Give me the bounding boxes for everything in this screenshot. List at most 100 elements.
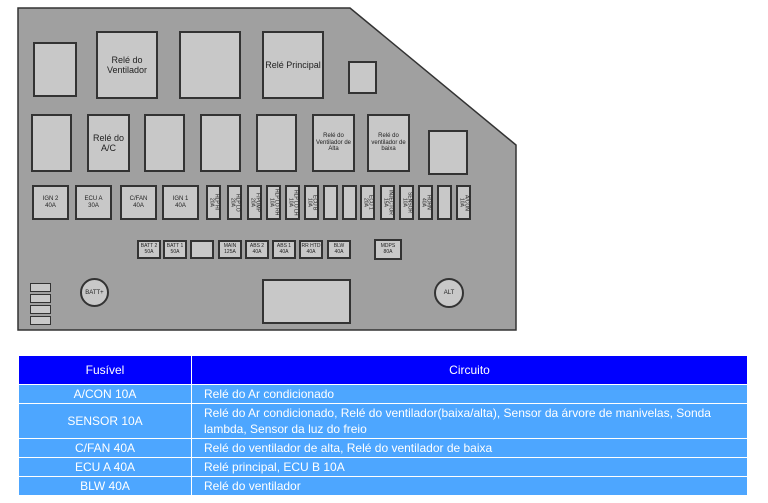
batt-terminal: BATT+ (80, 278, 109, 307)
connector-block (262, 279, 351, 324)
relay-slot (428, 130, 468, 175)
circuit-cell: Relé principal, ECU B 10A (191, 457, 748, 477)
fuse-amp: 20A (249, 198, 256, 207)
alt-terminal: ALT (434, 278, 464, 308)
relay-ventilador-alta: Relé do Ventilador de Alta (312, 114, 355, 172)
fuse-name: F/PUMP (254, 193, 261, 212)
relay-ac: Relé do A/C (87, 114, 130, 172)
fuse-amp: 40A (133, 202, 144, 209)
relay-slot (179, 31, 241, 99)
fuse-name: MAIN (223, 242, 237, 249)
circuit-cell: Relé do Ar condicionado, Relé do ventila… (191, 403, 748, 439)
connector-pin (30, 283, 51, 292)
fuse-amp: 40A (45, 202, 56, 209)
fuse-cell: BLW 40A (18, 476, 192, 496)
fuse-name: BLW (333, 242, 345, 249)
relay-slot (31, 114, 72, 172)
fuse-name: ABS 1 (276, 242, 292, 249)
relay-slot (256, 114, 297, 172)
fuse-mini (323, 185, 338, 220)
connector-pin (30, 316, 51, 325)
fuse-name: A/CON (463, 194, 470, 211)
fuse-name: BATT 2 (140, 242, 158, 249)
fuse-name: ECU A (84, 195, 103, 202)
fuse-name: C/FAN (129, 195, 148, 202)
connector-pin (30, 294, 51, 303)
circuit-cell: Relé do ventilador (191, 476, 748, 496)
relay-slot (348, 61, 377, 94)
fuse-amp: 20A (229, 198, 236, 207)
fuse-cell: C/FAN 40A (18, 438, 192, 458)
header-circuito: Circuito (191, 355, 748, 385)
header-fusivel: Fusível (18, 355, 192, 385)
fuse-amp: 10A (306, 198, 313, 207)
fuse-amp: 40A (252, 248, 262, 255)
fuse-cell: ECU A 40A (18, 457, 192, 477)
fuse-name: HLP LO (234, 193, 241, 212)
fuse-amp: 50A (170, 248, 180, 255)
fuse-amp: 15A (382, 198, 389, 207)
fuse-amp: 40A (279, 248, 289, 255)
fuse-amp: 40A (420, 198, 427, 207)
fuse-name: SENSOR (406, 191, 413, 214)
relay-principal: Relé Principal (262, 31, 324, 99)
circuit-cell: Relé do Ar condicionado (191, 384, 748, 404)
fuse-amp: 20A (362, 198, 369, 207)
connector-pin (30, 305, 51, 314)
fuse-amp: 10A (287, 198, 294, 207)
relay-slot (33, 42, 77, 97)
fuse-name: HLP HI (213, 194, 220, 211)
fuse-amp: 40A (306, 248, 316, 255)
relay-slot (200, 114, 241, 172)
fuse-cell: SENSOR 10A (18, 403, 192, 439)
fuse-name: ABS 2 (249, 242, 265, 249)
relay-ventilador-baixa: Relé do ventilador de baixa (367, 114, 410, 172)
fuse-name: IGN 1 (172, 195, 189, 202)
relay-slot (144, 114, 185, 172)
relay-ventilador: Relé do Ventilador (96, 31, 158, 99)
circuit-cell: Relé do ventilador de alta, Relé do vent… (191, 438, 748, 458)
fuse-amp: 80A (383, 248, 393, 255)
fuse-name: HORN (425, 195, 432, 210)
fuse-name: HLP LO RH (273, 189, 280, 216)
fuse-mini (342, 185, 357, 220)
fuse-name: RR HTD (301, 242, 321, 249)
fuse-amp: 10A (268, 198, 275, 207)
fuse-amp: 40A (334, 248, 344, 255)
fuse-name: INJECTOR (387, 190, 394, 215)
fuse-name: IGN 2 (42, 195, 59, 202)
fuse-mini (437, 185, 452, 220)
fuse-name: BATT 1 (166, 242, 184, 249)
fuse-cell: A/CON 10A (18, 384, 192, 404)
fuse-amp: 10A (458, 198, 465, 207)
fuse-amp: 10A (401, 198, 408, 207)
fuse-name: ECU B (311, 194, 318, 211)
fuse-name: MDPS (380, 242, 396, 249)
fuse-amp: 40A (175, 202, 186, 209)
